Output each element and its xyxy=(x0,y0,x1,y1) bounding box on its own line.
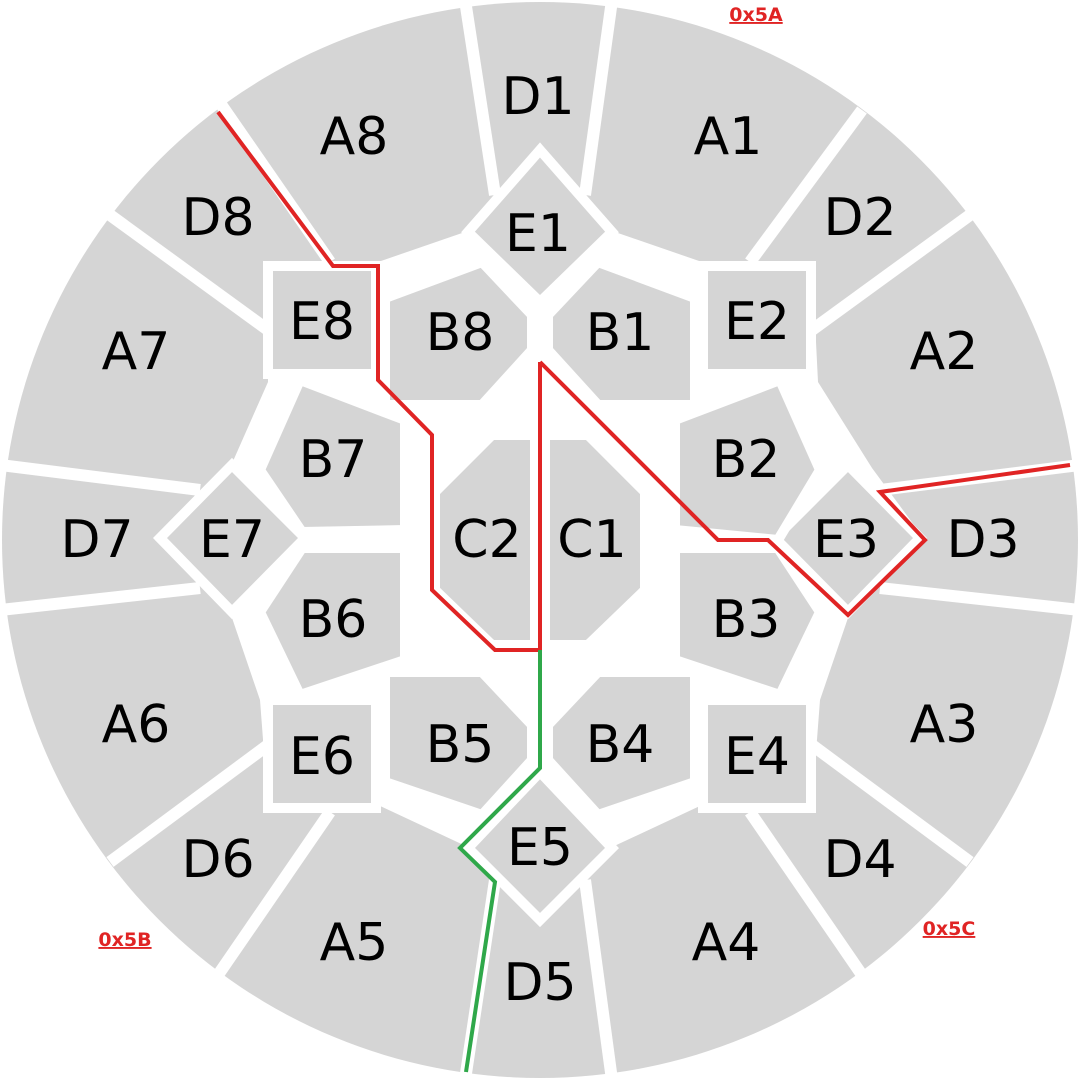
zone-B8[interactable] xyxy=(380,256,537,410)
label-B5: B5 xyxy=(426,715,495,775)
tag-top: 0x5A xyxy=(729,4,783,26)
zone-E1[interactable] xyxy=(461,142,619,309)
zone-B5[interactable] xyxy=(380,667,537,821)
label-E7: E7 xyxy=(199,510,265,570)
zone-E6[interactable] xyxy=(263,695,381,813)
label-B8: B8 xyxy=(426,303,495,363)
zone-E7[interactable] xyxy=(153,457,313,620)
label-A7: A7 xyxy=(102,322,171,382)
label-D3: D3 xyxy=(946,510,1019,570)
zone-B2[interactable] xyxy=(670,373,826,546)
label-D2: D2 xyxy=(823,188,896,248)
zone-E5[interactable] xyxy=(461,764,619,928)
zone-B4[interactable] xyxy=(543,667,700,821)
label-B1: B1 xyxy=(586,303,655,363)
label-E1: E1 xyxy=(505,204,571,264)
label-D4: D4 xyxy=(823,830,896,890)
label-A5: A5 xyxy=(320,913,389,973)
label-C2: C2 xyxy=(452,510,521,570)
label-D6: D6 xyxy=(181,830,254,890)
label-E6: E6 xyxy=(289,727,355,787)
label-A8: A8 xyxy=(320,107,389,167)
label-E2: E2 xyxy=(724,292,790,352)
label-A1: A1 xyxy=(694,107,763,167)
label-A2: A2 xyxy=(910,322,979,382)
red-route-right xyxy=(538,360,1071,618)
label-E4: E4 xyxy=(724,727,790,787)
label-B3: B3 xyxy=(712,590,781,650)
zone-E2[interactable] xyxy=(698,261,816,379)
zone-B7[interactable] xyxy=(254,373,410,538)
label-B4: B4 xyxy=(586,715,655,775)
label-D5: D5 xyxy=(503,953,576,1013)
label-C1: C1 xyxy=(557,510,626,570)
label-E8: E8 xyxy=(289,292,355,352)
zone-B3[interactable] xyxy=(670,543,826,702)
green-route xyxy=(457,650,542,1073)
label-A3: A3 xyxy=(910,695,979,755)
zone-E4[interactable] xyxy=(698,695,816,813)
label-D1: D1 xyxy=(501,67,574,127)
label-A4: A4 xyxy=(692,913,761,973)
tag-bottom-left: 0x5B xyxy=(98,929,151,951)
label-B7: B7 xyxy=(299,430,368,490)
label-E3: E3 xyxy=(813,510,879,570)
zone-C1[interactable] xyxy=(540,430,650,650)
tag-bottom-right: 0x5C xyxy=(923,918,976,940)
zone-B1[interactable] xyxy=(543,256,700,410)
zone-C2[interactable] xyxy=(430,430,540,650)
label-A6: A6 xyxy=(102,695,171,755)
label-D7: D7 xyxy=(60,510,133,570)
label-B6: B6 xyxy=(299,590,368,650)
label-D8: D8 xyxy=(181,188,254,248)
label-B2: B2 xyxy=(712,430,781,490)
label-E5: E5 xyxy=(507,818,573,878)
zone-B6[interactable] xyxy=(254,543,410,702)
red-route-left xyxy=(216,110,542,652)
